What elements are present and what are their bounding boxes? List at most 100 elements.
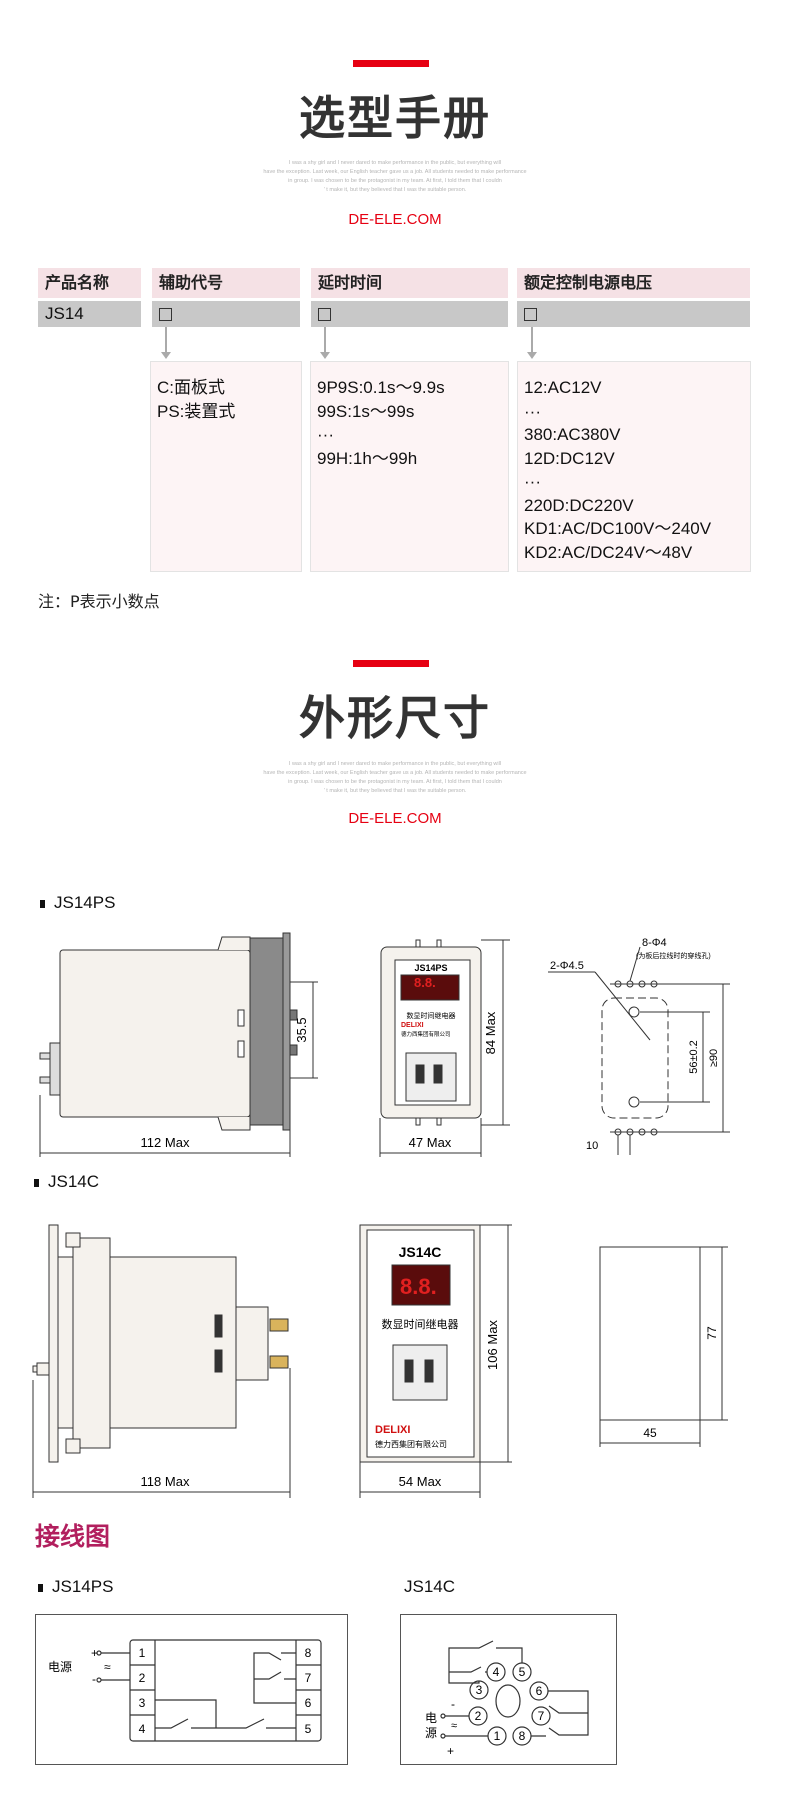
options-aux-code: C:面板式 PS:装置式 — [150, 361, 302, 572]
dim-width: 47 Max — [409, 1135, 452, 1150]
js14c-side-view — [32, 1224, 291, 1498]
dim-hole-spacing: 56±0.2 — [688, 1040, 700, 1074]
pin-8: 8 — [519, 1729, 526, 1743]
plus-sign: + — [447, 1744, 454, 1758]
model-name: JS14C — [48, 1172, 100, 1191]
wiring-diagram-js14ps: + - 电源 ≈ 1 2 3 4 8 7 6 5 — [35, 1614, 348, 1765]
cell-product: JS14 — [38, 301, 141, 327]
brand-logo: DELIXI — [401, 1022, 424, 1029]
dim-side-width: 112 Max — [141, 1135, 190, 1150]
pin-3: 3 — [139, 1696, 146, 1710]
pin-1: 1 — [139, 1646, 146, 1660]
dim-pin-spacing: 35.5 — [294, 1017, 309, 1042]
dim-cutout-height: 77 — [705, 1326, 719, 1340]
site-link[interactable]: DE-ELE.COM — [348, 211, 442, 228]
led-digits: 8.8. — [414, 975, 436, 990]
header-delay-time: 延时时间 — [311, 268, 508, 298]
header-product-name: 产品名称 — [38, 268, 141, 298]
section-title-dimensions: 外形尺寸 — [299, 691, 491, 745]
site-link[interactable]: DE-ELE.COM — [348, 810, 442, 827]
js14ps-front-view — [379, 939, 510, 1157]
pin-6: 6 — [536, 1684, 543, 1698]
section-title-selection: 选型手册 — [299, 91, 491, 145]
ac-dc-symbol: ≈ — [104, 1660, 111, 1674]
header-aux-code: 辅助代号 — [152, 268, 300, 298]
dim-holes-2: 2-Φ4.5 — [550, 960, 584, 972]
dim-holes-8-note: (为板后拉线时的穿线孔) — [636, 951, 711, 960]
model-label-js14c: JS14C — [34, 1172, 99, 1192]
filler-line: in group. I was chosen to be the protago… — [288, 178, 502, 184]
filler-line: in group. I was chosen to be the protago… — [288, 779, 502, 785]
pin-6: 6 — [305, 1696, 312, 1710]
panel-name: 数显时间继电器 — [407, 1011, 456, 1020]
company-name: 德力西集团有限公司 — [401, 1030, 451, 1038]
pin-8: 8 — [305, 1646, 312, 1660]
js14c-dimension-drawing: 118 Max 8.8. JS14C 数显时间继电器 DELIXI 德力西集团有… — [32, 1224, 728, 1498]
option-item: 99H:1h～99h — [317, 448, 418, 468]
option-item: KD1:AC/DC100V～240V — [524, 519, 712, 538]
filler-line: have the exception. Last week, our Engli… — [263, 169, 527, 175]
placeholder-box — [159, 308, 172, 322]
power-label: 电源 — [48, 1660, 72, 1674]
filler-text: I was a shy girl and I never dared to ma… — [0, 760, 790, 796]
pin-5: 5 — [305, 1722, 312, 1736]
panel-name: 数显时间继电器 — [382, 1318, 459, 1331]
js14c-front-view — [359, 1224, 512, 1498]
bullet-icon — [38, 1583, 43, 1592]
arrow-down-icon — [320, 327, 330, 359]
pin-7: 7 — [305, 1671, 312, 1685]
title-accent-bar — [353, 60, 429, 67]
company-name: 德力西集团有限公司 — [375, 1439, 447, 1449]
wiring-label-js14c: JS14C — [404, 1577, 456, 1596]
power-label-char: 源 — [425, 1726, 437, 1740]
title-accent-bar — [353, 660, 429, 667]
option-item: KD2:AC/DC24V～48V — [524, 542, 693, 562]
panel-model: JS14PS — [414, 963, 447, 973]
dim-holes-8: 8-Φ4 — [642, 937, 667, 949]
plus-sign: + — [91, 1646, 98, 1660]
brand-logo: DELIXI — [375, 1424, 410, 1436]
model-name: JS14PS — [54, 893, 116, 912]
arrow-down-icon — [527, 327, 537, 359]
note: 注：P表示小数点 — [38, 592, 160, 611]
dim-min-height: ≥90 — [708, 1049, 720, 1067]
option-item: PS:装置式 — [157, 401, 236, 421]
dim-cutout-width: 45 — [643, 1426, 657, 1440]
pin-7: 7 — [538, 1709, 545, 1723]
filler-line: have the exception. Last week, our Engli… — [263, 770, 527, 776]
bullet-icon — [40, 899, 45, 908]
pin-3: 3 — [476, 1683, 483, 1697]
js14ps-wiring-svg: + - 电源 ≈ 1 2 3 4 8 7 6 5 — [48, 1639, 322, 1742]
options-delay-time: 9P9S:0.1s～9.9s 99S:1s～99s ··· 99H:1h～99h — [310, 361, 509, 572]
panel-model: JS14C — [399, 1244, 442, 1260]
pin-2: 2 — [139, 1671, 146, 1685]
header-voltage: 额定控制电源电压 — [517, 268, 750, 298]
js14ps-dimension-drawing: 35.5 112 Max 8.8. JS14PS 数显时间继电器 DELIXI … — [39, 932, 730, 1157]
pin-4: 4 — [139, 1722, 146, 1736]
dim-side-width: 118 Max — [141, 1474, 190, 1489]
led-digits: 8.8. — [400, 1274, 437, 1299]
filler-text: I was a shy girl and I never dared to ma… — [0, 159, 790, 195]
js14c-panel-cutout — [599, 1246, 728, 1447]
wiring-diagram-js14c: 1 2 3 4 5 6 7 8 - + ≈ 电 源 — [400, 1614, 617, 1765]
placeholder-box — [524, 308, 537, 322]
option-item: ··· — [524, 401, 541, 421]
option-item: 12D:DC12V — [524, 448, 615, 468]
js14ps-panel-cutout — [548, 946, 730, 1155]
option-item: 220D:DC220V — [524, 495, 634, 515]
option-item: ··· — [524, 472, 541, 491]
filler-line: ' t make it, but they believed that I wa… — [323, 788, 467, 794]
filler-line: I was a shy girl and I never dared to ma… — [288, 160, 502, 166]
option-item: C:面板式 — [157, 378, 225, 397]
power-label-char: 电 — [425, 1711, 437, 1725]
option-item: ··· — [317, 425, 334, 444]
cell-aux-code — [152, 301, 300, 327]
js14ps-side-view — [39, 932, 318, 1157]
option-item: 380:AC380V — [524, 425, 621, 444]
filler-line: I was a shy girl and I never dared to ma… — [288, 761, 502, 767]
model-name: JS14PS — [52, 1577, 114, 1596]
pin-5: 5 — [519, 1665, 526, 1679]
option-item: 12:AC12V — [524, 378, 602, 397]
dim-pitch: 10 — [586, 1140, 598, 1152]
option-item: 99S:1s～99s — [317, 401, 415, 421]
